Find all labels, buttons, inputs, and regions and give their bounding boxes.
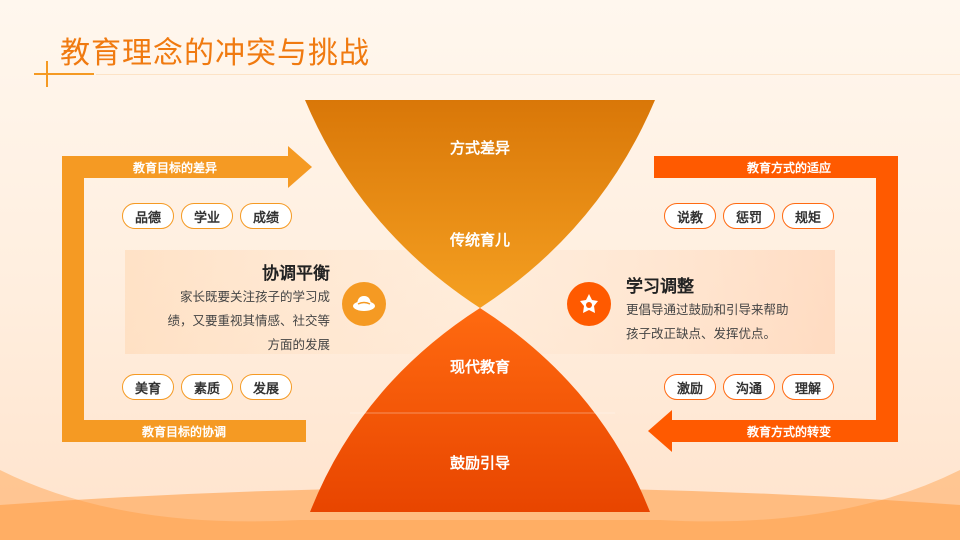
tag-chengji: 成绩 [240, 203, 292, 229]
hat-icon [342, 282, 386, 326]
center-lower-text: 现代教育 [449, 358, 510, 376]
page-title: 教育理念的冲突与挑战 [60, 36, 370, 71]
tag-chengfa: 惩罚 [723, 203, 775, 229]
left-text-line: 家长既要关注孩子的学习成 [179, 289, 330, 304]
tag-lijie: 理解 [782, 374, 834, 400]
right-text-line: 更倡导通过鼓励和引导来帮助 [626, 302, 789, 317]
left-text-line: 方面的发展 [267, 337, 330, 352]
tag-goutong: 沟通 [723, 374, 775, 400]
tag-jili: 激励 [664, 374, 716, 400]
left-text-line: 绩，又要重视其情感、社交等 [167, 313, 330, 328]
right-top-label: 教育方式的适应 [746, 161, 831, 175]
star-badge-icon [567, 282, 611, 326]
tag-fazhan: 发展 [240, 374, 292, 400]
title-decoration [34, 73, 94, 75]
center-bottom-text: 鼓励引导 [449, 454, 510, 472]
left-frame [62, 146, 312, 442]
right-frame [648, 156, 898, 452]
tag-guiju: 规矩 [782, 203, 834, 229]
left-heading: 协调平衡 [262, 264, 330, 284]
center-top-text: 方式差异 [449, 139, 510, 157]
left-top-label: 教育目标的差异 [132, 161, 217, 175]
left-top-arrow [288, 146, 312, 188]
right-bottom-arrow [648, 410, 672, 452]
center-upper-text: 传统育儿 [449, 231, 510, 249]
right-heading: 学习调整 [626, 277, 694, 297]
tag-shuojiao: 说教 [664, 203, 716, 229]
left-description: 家长既要关注孩子的学习成 绩，又要重视其情感、社交等 方面的发展 [130, 285, 330, 357]
hourglass-bottom [310, 308, 650, 512]
tag-xueye: 学业 [181, 203, 233, 229]
tag-meiyu: 美育 [122, 374, 174, 400]
tag-suzhi: 素质 [181, 374, 233, 400]
left-bottom-label: 教育目标的协调 [141, 425, 226, 439]
hourglass-top [305, 100, 655, 308]
tag-pinde: 品德 [122, 203, 174, 229]
title-decoration-vertical [46, 61, 48, 87]
right-text-line: 孩子改正缺点、发挥优点。 [626, 326, 777, 341]
right-bottom-label: 教育方式的转变 [746, 425, 831, 439]
right-description: 更倡导通过鼓励和引导来帮助 孩子改正缺点、发挥优点。 [626, 298, 826, 346]
title-divider [96, 74, 960, 75]
